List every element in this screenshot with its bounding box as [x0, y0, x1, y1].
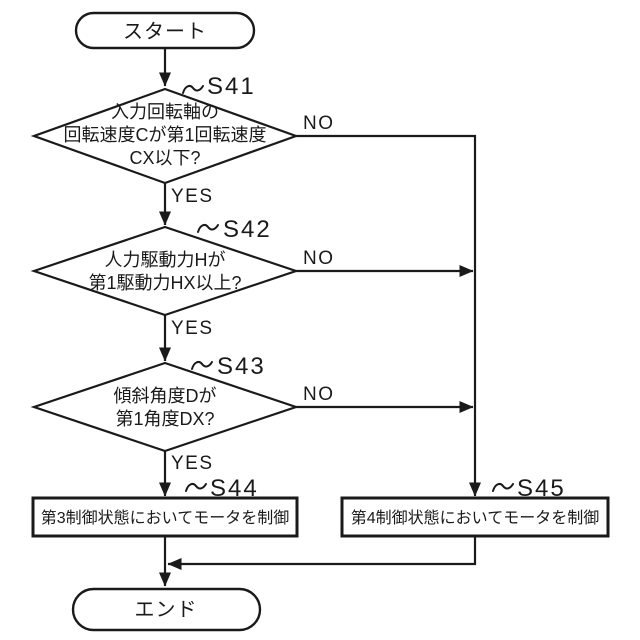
start-label: スタート [123, 20, 207, 43]
edge-s45-to-merge [167, 536, 477, 570]
decision-s42 [30, 225, 300, 317]
s44-leader-squiggle [185, 482, 207, 492]
process-s44 [31, 496, 299, 538]
step-id-s43: S43 [217, 353, 266, 380]
s41-leader-squiggle [182, 84, 204, 94]
process-s45-label: 第4制御状態においてモータを制御 [351, 509, 599, 527]
s45-leader-squiggle [492, 482, 514, 492]
decision-s43 [30, 361, 300, 453]
s41-no-label: NO [303, 113, 335, 134]
decision-s43-line2: 第1角度DX? [115, 409, 214, 429]
process-s44-label: 第3制御状態においてモータを制御 [41, 509, 289, 527]
decision-s41 [30, 87, 300, 185]
step-id-s42: S42 [223, 216, 272, 243]
decision-s42-line1: 人力駆動力Hが [105, 250, 226, 270]
s41-yes-label: YES [171, 186, 214, 207]
s42-no-label: NO [303, 248, 335, 269]
end-label: エンド [135, 599, 198, 621]
s42-leader-squiggle [197, 223, 219, 233]
edge-s41-no-trunk [296, 134, 481, 497]
s43-no-label: NO [303, 384, 335, 405]
decision-s41-line2: 回転速度Cが第1回転速度 [63, 125, 266, 145]
step-id-s41: S41 [207, 73, 256, 100]
s43-yes-label: YES [171, 453, 214, 474]
decision-s41-line3: CX以下? [129, 148, 200, 168]
decision-s43-line1: 傾斜角度Dが [114, 386, 217, 406]
process-s45 [340, 496, 610, 538]
end-terminal [71, 587, 262, 632]
decision-s42-line2: 第1駆動力HX以上? [88, 273, 241, 293]
s43-leader-squiggle [191, 360, 213, 370]
decision-s41-line1: 入力回転軸の [111, 102, 219, 122]
s42-yes-label: YES [171, 318, 214, 339]
start-terminal [74, 11, 256, 50]
